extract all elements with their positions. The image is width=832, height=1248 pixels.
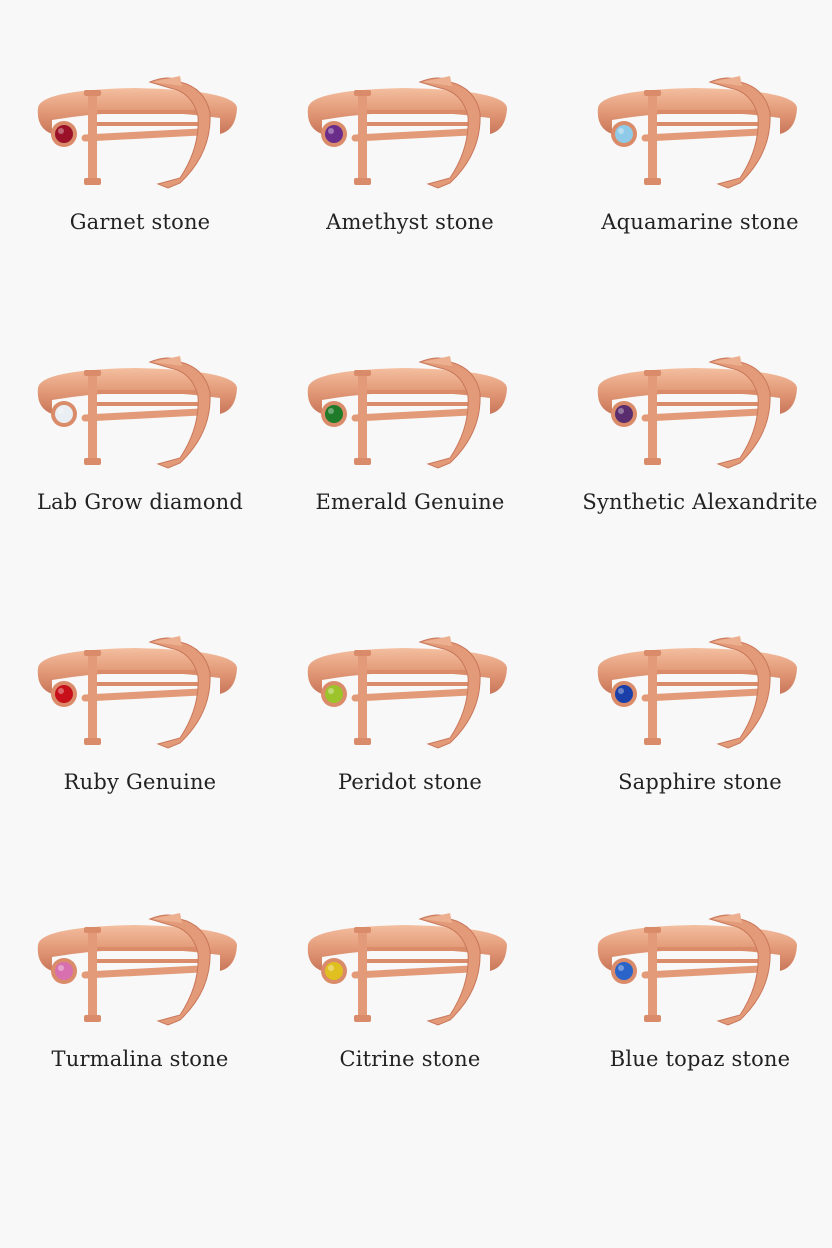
citrine-gemstone-icon xyxy=(325,962,343,980)
product-card-amethyst[interactable]: Amethyst stone xyxy=(275,68,535,268)
product-card-citrine[interactable]: Citrine stone xyxy=(275,905,535,1105)
peridot-gemstone-icon xyxy=(325,685,343,703)
product-card-lab-grown-diamond[interactable]: Lab Grow diamond xyxy=(5,348,265,548)
garnet-gemstone-icon xyxy=(55,125,73,143)
anchor-ring-image xyxy=(597,76,797,189)
product-card-ruby[interactable]: Ruby Genuine xyxy=(5,628,265,828)
stone-label: Turmalina stone xyxy=(51,1047,229,1071)
stone-label: Lab Grow diamond xyxy=(36,490,244,514)
alexandrite-gemstone-icon xyxy=(615,405,633,423)
product-card-emerald[interactable]: Emerald Genuine xyxy=(275,348,535,548)
anchor-ring-image xyxy=(597,636,797,749)
lab-grown-diamond-gemstone-icon xyxy=(55,405,73,423)
anchor-ring-image xyxy=(597,913,797,1026)
anchor-ring-image xyxy=(37,356,238,469)
product-card-blue-topaz[interactable]: Blue topaz stone xyxy=(565,905,825,1105)
stone-label: Blue topaz stone xyxy=(609,1047,791,1071)
anchor-ring-image xyxy=(307,913,507,1026)
aquamarine-gemstone-icon xyxy=(615,125,633,143)
blue-topaz-gemstone-icon xyxy=(615,962,633,980)
amethyst-gemstone-icon xyxy=(325,125,343,143)
ruby-gemstone-icon xyxy=(55,685,73,703)
stone-label: Peridot stone xyxy=(338,770,482,794)
anchor-ring-image xyxy=(597,356,797,469)
emerald-gemstone-icon xyxy=(325,405,343,423)
product-card-garnet[interactable]: Garnet stone xyxy=(5,68,265,268)
sapphire-gemstone-icon xyxy=(615,685,633,703)
stone-label: Amethyst stone xyxy=(326,210,494,234)
stone-label: Garnet stone xyxy=(69,210,211,234)
stone-label: Ruby Genuine xyxy=(63,770,217,794)
stone-label: Emerald Genuine xyxy=(315,490,505,514)
tourmaline-gemstone-icon xyxy=(55,962,73,980)
anchor-ring-image xyxy=(307,356,507,469)
product-card-tourmaline[interactable]: Turmalina stone xyxy=(5,905,265,1105)
product-card-alexandrite[interactable]: Synthetic Alexandrite xyxy=(565,348,825,548)
product-card-aquamarine[interactable]: Aquamarine stone xyxy=(565,68,825,268)
anchor-ring-image xyxy=(37,913,238,1026)
anchor-ring-image xyxy=(37,76,238,189)
anchor-ring-image xyxy=(37,636,238,749)
anchor-ring-image xyxy=(307,76,507,189)
anchor-ring-image xyxy=(307,636,507,749)
product-card-peridot[interactable]: Peridot stone xyxy=(275,628,535,828)
stone-label: Sapphire stone xyxy=(618,770,782,794)
stone-label: Citrine stone xyxy=(339,1047,481,1071)
stone-label: Aquamarine stone xyxy=(601,210,799,234)
product-card-sapphire[interactable]: Sapphire stone xyxy=(565,628,825,828)
stone-label: Synthetic Alexandrite xyxy=(582,490,818,514)
